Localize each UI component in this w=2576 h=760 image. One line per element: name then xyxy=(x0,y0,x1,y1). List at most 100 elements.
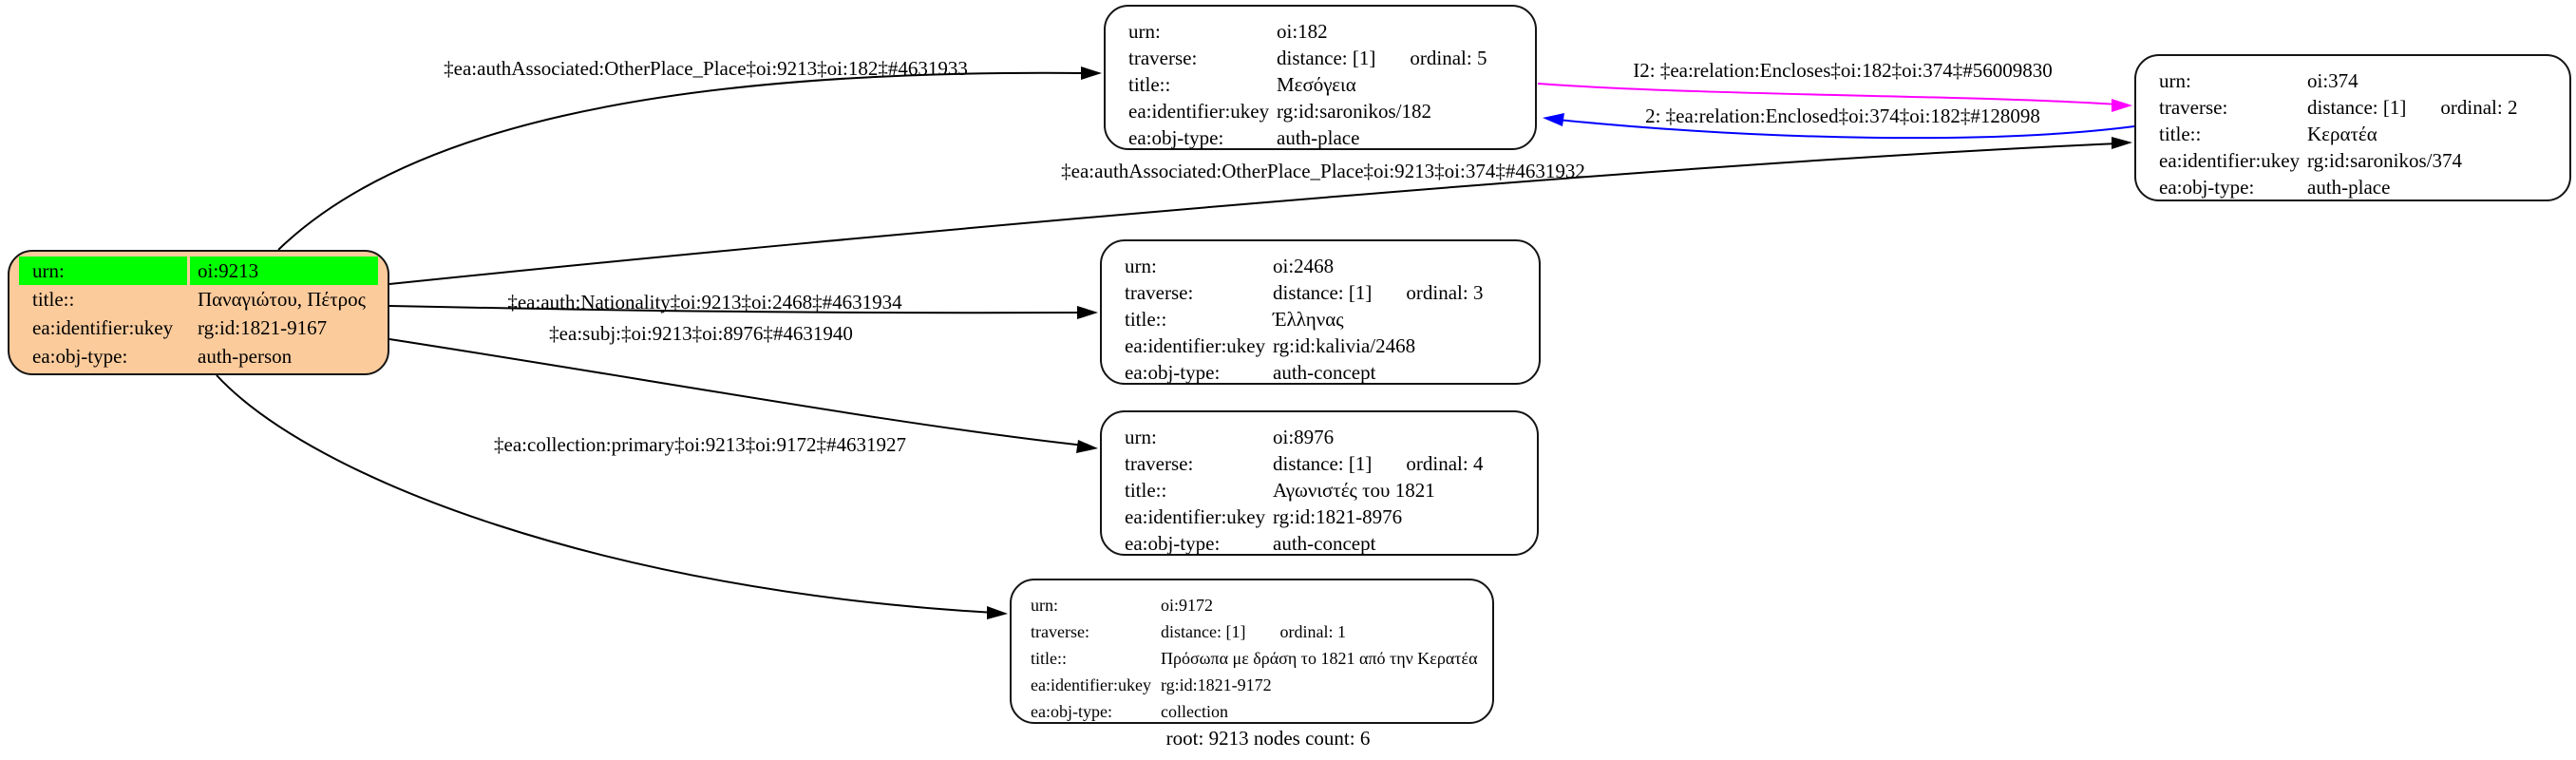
node-row-urn: urn: oi:374 xyxy=(2136,67,2569,94)
row-label: ea:identifier:ukey xyxy=(1128,100,1270,123)
node-row-urn: urn: oi:2468 xyxy=(1102,253,1539,279)
row-value: auth-person xyxy=(198,345,293,368)
node-row-ukey: ea:identifier:ukey rg:id:1821-8976 xyxy=(1102,504,1537,530)
node-oi2468[interactable]: urn: oi:2468 traverse: distance: [1] ord… xyxy=(1100,239,1541,385)
row-value-distance: distance: [1] xyxy=(1161,622,1246,641)
row-value-ordinal: ordinal: 5 xyxy=(1410,47,1487,69)
row-label: title:: xyxy=(1125,479,1167,502)
node-row-objtype: ea:obj-type: auth-place xyxy=(1106,124,1535,151)
node-oi374[interactable]: urn: oi:374 traverse: distance: [1] ordi… xyxy=(2134,54,2571,201)
edge-label-9213-182: ‡ea:authAssociated:OtherPlace_Place‡oi:9… xyxy=(444,57,968,80)
row-value-distance: distance: [1] xyxy=(2307,96,2407,119)
row-label: urn: xyxy=(1125,255,1157,277)
row-label: ea:identifier:ukey xyxy=(32,316,174,339)
row-label: title:: xyxy=(1125,308,1167,331)
arrowhead-182-374-encloses xyxy=(2112,99,2132,112)
row-label: ea:obj-type: xyxy=(1031,702,1112,721)
row-label: title:: xyxy=(32,288,75,311)
node-row-traverse: traverse: distance: [1] ordinal: 5 xyxy=(1106,45,1535,71)
row-value-ordinal: ordinal: 1 xyxy=(1279,622,1346,641)
node-oi9172[interactable]: urn: oi:9172 traverse: distance: [1] ord… xyxy=(1010,579,1494,724)
node-row-title: title:: Πρόσωπα με δράση το 1821 από την… xyxy=(1012,645,1492,672)
row-value-ordinal: ordinal: 2 xyxy=(2440,96,2518,119)
row-label: title:: xyxy=(2159,123,2202,145)
edge-9213-374 xyxy=(388,142,2120,285)
row-value: auth-place xyxy=(2307,176,2391,199)
row-label: ea:identifier:ukey xyxy=(2159,149,2301,172)
node-row-ukey: ea:identifier:ukey rg:id:saronikos/374 xyxy=(2136,147,2569,174)
row-value: rg:id:1821-8976 xyxy=(1273,505,1403,528)
node-row-urn: urn: oi:9213 xyxy=(9,256,388,285)
row-value: collection xyxy=(1161,702,1228,721)
edge-label-374-182-enclosed: 2: ‡ea:relation:Enclosed‡oi:374‡oi:182‡#… xyxy=(1645,104,2040,127)
row-value: rg:id:1821-9172 xyxy=(1161,675,1272,694)
node-row-objtype: ea:obj-type: auth-concept xyxy=(1102,530,1537,557)
row-label: ea:obj-type: xyxy=(32,345,128,368)
node-row-urn: urn: oi:9172 xyxy=(1012,592,1492,618)
node-row-title: title:: Μεσόγεια xyxy=(1106,71,1535,98)
row-label: urn: xyxy=(19,256,187,285)
arrowhead-9213-9172 xyxy=(987,606,1008,619)
row-value: rg:id:saronikos/182 xyxy=(1277,100,1431,123)
node-row-ukey: ea:identifier:ukey rg:id:saronikos/182 xyxy=(1106,98,1535,124)
arrowhead-9213-2468 xyxy=(1077,306,1098,319)
row-value: oi:2468 xyxy=(1273,255,1335,277)
edge-9213-9172 xyxy=(216,374,995,614)
row-value: oi:8976 xyxy=(1273,426,1335,448)
row-value-ordinal: ordinal: 4 xyxy=(1406,452,1484,475)
row-value: auth-place xyxy=(1277,126,1360,149)
node-row-title: title:: Παναγιώτου, Πέτρος xyxy=(9,285,388,314)
row-value-distance: distance: [1] xyxy=(1277,47,1376,69)
node-row-title: title:: Κερατέα xyxy=(2136,121,2569,147)
node-oi182[interactable]: urn: oi:182 traverse: distance: [1] ordi… xyxy=(1104,5,1537,150)
row-label: ea:obj-type: xyxy=(1128,126,1224,149)
edge-9213-8976 xyxy=(388,338,1086,446)
arrowhead-374-182-enclosed xyxy=(1543,113,1564,126)
edge-label-9213-374: ‡ea:authAssociated:OtherPlace_Place‡oi:9… xyxy=(1061,160,1585,182)
row-label: ea:identifier:ukey xyxy=(1125,505,1266,528)
row-label: traverse: xyxy=(1031,622,1089,641)
row-label: urn: xyxy=(1128,20,1161,43)
node-row-ukey: ea:identifier:ukey rg:id:1821-9167 xyxy=(9,314,388,342)
row-label: traverse: xyxy=(1125,452,1194,475)
row-value: Κερατέα xyxy=(2307,123,2377,145)
row-value: oi:374 xyxy=(2307,69,2358,92)
node-row-title: title:: Αγωνιστές του 1821 xyxy=(1102,477,1537,504)
edge-182-374-encloses xyxy=(1537,83,2120,105)
row-value: rg:id:kalivia/2468 xyxy=(1273,334,1416,357)
row-label: title:: xyxy=(1128,73,1171,96)
row-value: Παναγιώτου, Πέτρος xyxy=(198,288,366,311)
node-row-objtype: ea:obj-type: auth-concept xyxy=(1102,359,1539,386)
edge-9213-182 xyxy=(277,71,1089,251)
edge-374-182-enclosed xyxy=(1557,119,2135,140)
row-value-distance: distance: [1] xyxy=(1273,452,1373,475)
row-label: urn: xyxy=(1125,426,1157,448)
edge-9213-2468 xyxy=(388,305,1086,314)
node-oi9213-root[interactable]: urn: oi:9213 title:: Παναγιώτου, Πέτρος … xyxy=(8,250,389,375)
row-value: oi:9172 xyxy=(1161,596,1214,615)
node-row-traverse: traverse: distance: [1] ordinal: 1 xyxy=(1012,618,1492,645)
arrowhead-9213-374 xyxy=(2112,137,2132,149)
row-value: auth-concept xyxy=(1273,361,1376,384)
row-value: oi:9213 xyxy=(198,259,259,282)
row-value: oi:182 xyxy=(1277,20,1328,43)
node-row-objtype: ea:obj-type: auth-place xyxy=(2136,174,2569,200)
row-label: ea:identifier:ukey xyxy=(1031,675,1151,694)
row-label: title:: xyxy=(1031,649,1067,668)
row-label: ea:obj-type: xyxy=(2159,176,2255,199)
graph-footer-summary: root: 9213 nodes count: 6 xyxy=(1165,727,1371,750)
edge-label-182-374-encloses: I2: ‡ea:relation:Encloses‡oi:182‡oi:374‡… xyxy=(1633,59,2053,82)
row-value: Πρόσωπα με δράση το 1821 από την Κερατέα xyxy=(1161,649,1478,668)
row-label: urn: xyxy=(1031,596,1058,615)
node-oi8976[interactable]: urn: oi:8976 traverse: distance: [1] ord… xyxy=(1100,410,1539,556)
node-row-traverse: traverse: distance: [1] ordinal: 2 xyxy=(2136,94,2569,121)
node-row-traverse: traverse: distance: [1] ordinal: 3 xyxy=(1102,279,1539,306)
row-value: rg:id:saronikos/374 xyxy=(2307,149,2462,172)
row-label: traverse: xyxy=(1125,281,1194,304)
node-row-objtype: ea:obj-type: auth-person xyxy=(9,342,388,370)
row-label: ea:obj-type: xyxy=(1125,361,1221,384)
row-value-distance: distance: [1] xyxy=(1273,281,1373,304)
arrowhead-9213-182 xyxy=(1081,66,1102,80)
